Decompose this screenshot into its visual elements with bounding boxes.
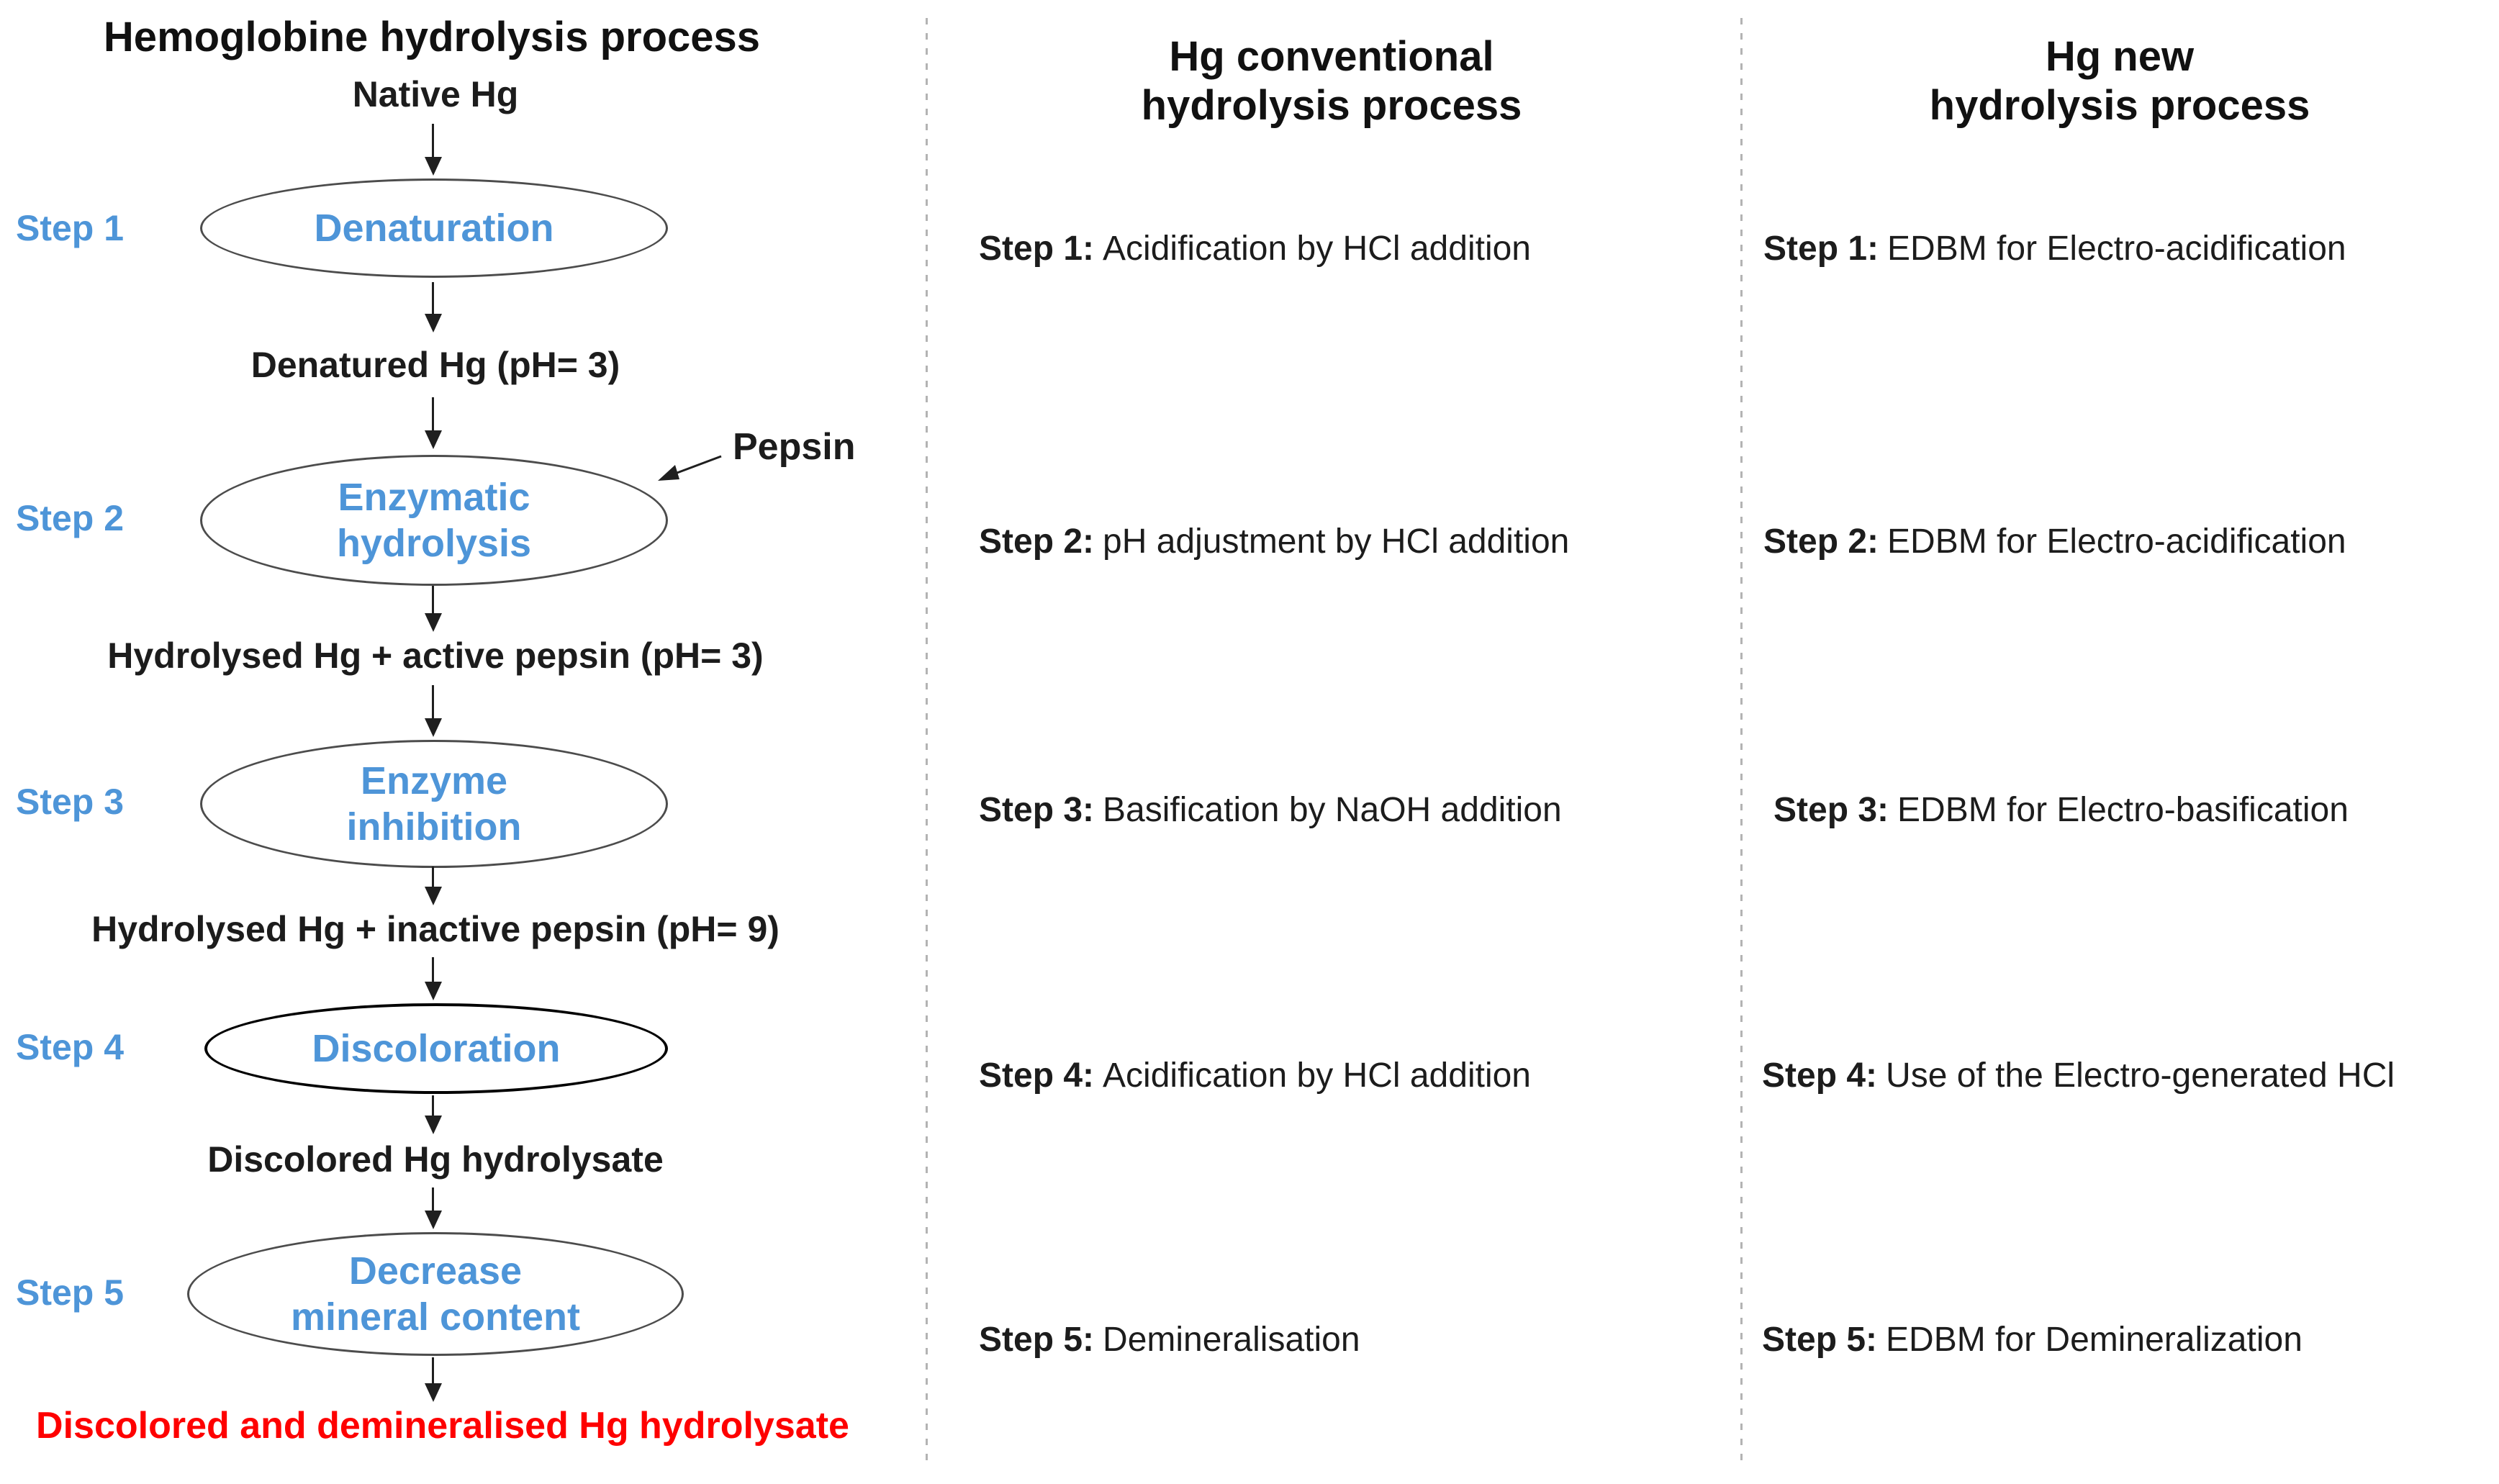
arrow-down-icon xyxy=(432,867,434,887)
flow-column-title: Hemoglobine hydrolysis process xyxy=(103,14,761,60)
flow-output-label-4: Discolored Hg hydrolysate xyxy=(207,1139,664,1180)
step-4-label: Step 4 xyxy=(16,1027,125,1067)
arrow-down-icon xyxy=(432,282,434,314)
conventional-step-row: Step 5:Demineralisation xyxy=(979,1318,1360,1362)
arrow-down-icon xyxy=(432,397,434,430)
arrow-down-icon xyxy=(432,1095,434,1116)
step-description: EDBM for Electro-basification xyxy=(1897,791,2349,829)
step-1-ellipse: Denaturation xyxy=(200,178,668,278)
column-divider xyxy=(1740,18,1743,1468)
step-description: EDBM for Electro-acidification xyxy=(1887,522,2346,561)
step-description: Demineralisation xyxy=(1103,1321,1360,1359)
step-2-label: Step 2 xyxy=(16,498,125,538)
conventional-step-row: Step 1:Acidification by HCl addition xyxy=(979,227,1531,271)
flow-output-label-1: Denatured Hg (pH= 3) xyxy=(250,345,620,385)
step-3-label: Step 3 xyxy=(16,782,125,822)
step-number: Step 4: xyxy=(979,1057,1095,1095)
flow-output-label-3: Hydrolysed Hg + inactive pepsin (pH= 9) xyxy=(91,909,779,949)
step-number: Step 2: xyxy=(979,522,1095,561)
step-description: Use of the Electro-generated HCl xyxy=(1886,1057,2395,1095)
step-number: Step 1: xyxy=(1763,230,1879,268)
arrow-down-icon xyxy=(432,685,434,718)
new-step-row: Step 1:EDBM for Electro-acidification xyxy=(1763,227,2346,271)
step-number: Step 5: xyxy=(979,1321,1095,1359)
arrow-down-icon xyxy=(432,1357,434,1383)
step-number: Step 1: xyxy=(979,230,1095,268)
arrow-down-icon xyxy=(432,1187,434,1211)
new-step-row: Step 4:Use of the Electro-generated HCl xyxy=(1762,1054,2395,1098)
pepsin-arrow-icon xyxy=(658,455,722,481)
step-number: Step 5: xyxy=(1762,1321,1878,1359)
step-number: Step 4: xyxy=(1762,1057,1878,1095)
new-step-row: Step 2:EDBM for Electro-acidification xyxy=(1763,520,2346,564)
column-divider xyxy=(926,18,928,1468)
step-number: Step 3: xyxy=(1773,791,1889,829)
new-step-row: Step 5:EDBM for Demineralization xyxy=(1762,1318,2303,1362)
conventional-step-row: Step 2:pH adjustment by HCl addition xyxy=(979,520,1569,564)
arrow-down-icon xyxy=(432,124,434,157)
step-description: pH adjustment by HCl addition xyxy=(1103,522,1570,561)
flow-input-label: Native Hg xyxy=(352,74,519,114)
conventional-step-row: Step 3:Basification by NaOH addition xyxy=(979,789,1562,832)
step-5-label: Step 5 xyxy=(16,1272,125,1313)
step-description: Acidification by HCl addition xyxy=(1103,1057,1531,1095)
conventional-step-row: Step 4:Acidification by HCl addition xyxy=(979,1054,1531,1098)
step-number: Step 3: xyxy=(979,791,1095,829)
step-4-ellipse: Discoloration xyxy=(204,1003,668,1094)
new-step-row: Step 3:EDBM for Electro-basification xyxy=(1773,789,2349,832)
step-description: Acidification by HCl addition xyxy=(1103,230,1531,268)
step-description: EDBM for Electro-acidification xyxy=(1887,230,2346,268)
final-product-label: Discolored and demineralised Hg hydrolys… xyxy=(36,1405,849,1447)
step-number: Step 2: xyxy=(1763,522,1879,561)
step-description: EDBM for Demineralization xyxy=(1886,1321,2303,1359)
ellipse-label: Discoloration xyxy=(312,1027,561,1070)
step-1-label: Step 1 xyxy=(16,208,125,248)
arrow-down-icon xyxy=(432,586,434,613)
arrow-down-icon xyxy=(432,957,434,982)
flow-output-label-2: Hydrolysed Hg + active pepsin (pH= 3) xyxy=(107,635,764,676)
ellipse-label: Denaturation xyxy=(314,207,554,250)
pepsin-label: Pepsin xyxy=(733,426,856,468)
step-description: Basification by NaOH addition xyxy=(1103,791,1562,829)
